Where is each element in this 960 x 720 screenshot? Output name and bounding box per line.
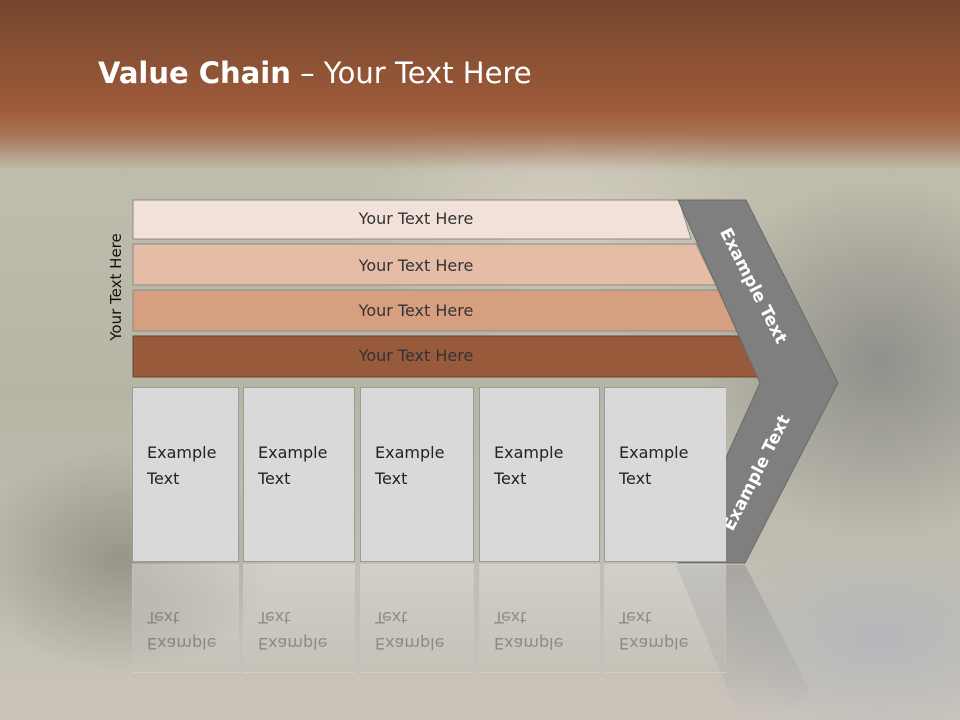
reflection-line1: Example (494, 634, 564, 653)
title-rest: – Your Text Here (290, 56, 532, 90)
bar-label-4: Your Text Here (358, 346, 474, 365)
reflection-line1: Example (147, 634, 217, 653)
box-line2: Text (147, 469, 180, 488)
box-line1: Example (494, 443, 564, 462)
reflection-line2: Text (375, 608, 408, 627)
reflection-line1: Example (375, 634, 445, 653)
box-line2: Text (494, 469, 527, 488)
reflection-line1: Example (258, 634, 328, 653)
chevron-reflection (676, 565, 810, 720)
box-line2: Text (258, 469, 291, 488)
reflection-text: Example Text (619, 604, 715, 656)
reflection-text: Example Text (147, 604, 243, 656)
reflection-text: Example Text (258, 604, 354, 656)
bar-1 (132, 199, 692, 240)
reflection-line2: Text (494, 608, 527, 627)
bar-label-2: Your Text Here (358, 256, 474, 275)
box-reflection-1: Example Text (132, 563, 239, 673)
reflection-line2: Text (147, 608, 180, 627)
reflection-text: Example Text (375, 604, 471, 656)
box-line1: Example (375, 443, 445, 462)
title-bold: Value Chain (98, 56, 291, 90)
header-band (0, 0, 960, 170)
bar-label-1: Your Text Here (358, 209, 474, 228)
reflection-line2: Text (619, 608, 652, 627)
box-reflection-2: Example Text (243, 563, 355, 673)
slide-title: Value Chain – Your Text Here (98, 56, 532, 90)
box-line2: Text (619, 469, 652, 488)
box-line2: Text (375, 469, 408, 488)
bar-label-3: Your Text Here (358, 301, 474, 320)
box-line1: Example (619, 443, 689, 462)
box-reflection-4: Example Text (479, 563, 600, 673)
reflection-text: Example Text (494, 604, 590, 656)
box-line1: Example (147, 443, 217, 462)
box-reflection-5: Example Text (604, 563, 726, 673)
reflection-line2: Text (258, 608, 291, 627)
reflection-line1: Example (619, 634, 689, 653)
chevron-shape (677, 199, 839, 564)
box-line1: Example (258, 443, 328, 462)
box-reflection-3: Example Text (360, 563, 474, 673)
